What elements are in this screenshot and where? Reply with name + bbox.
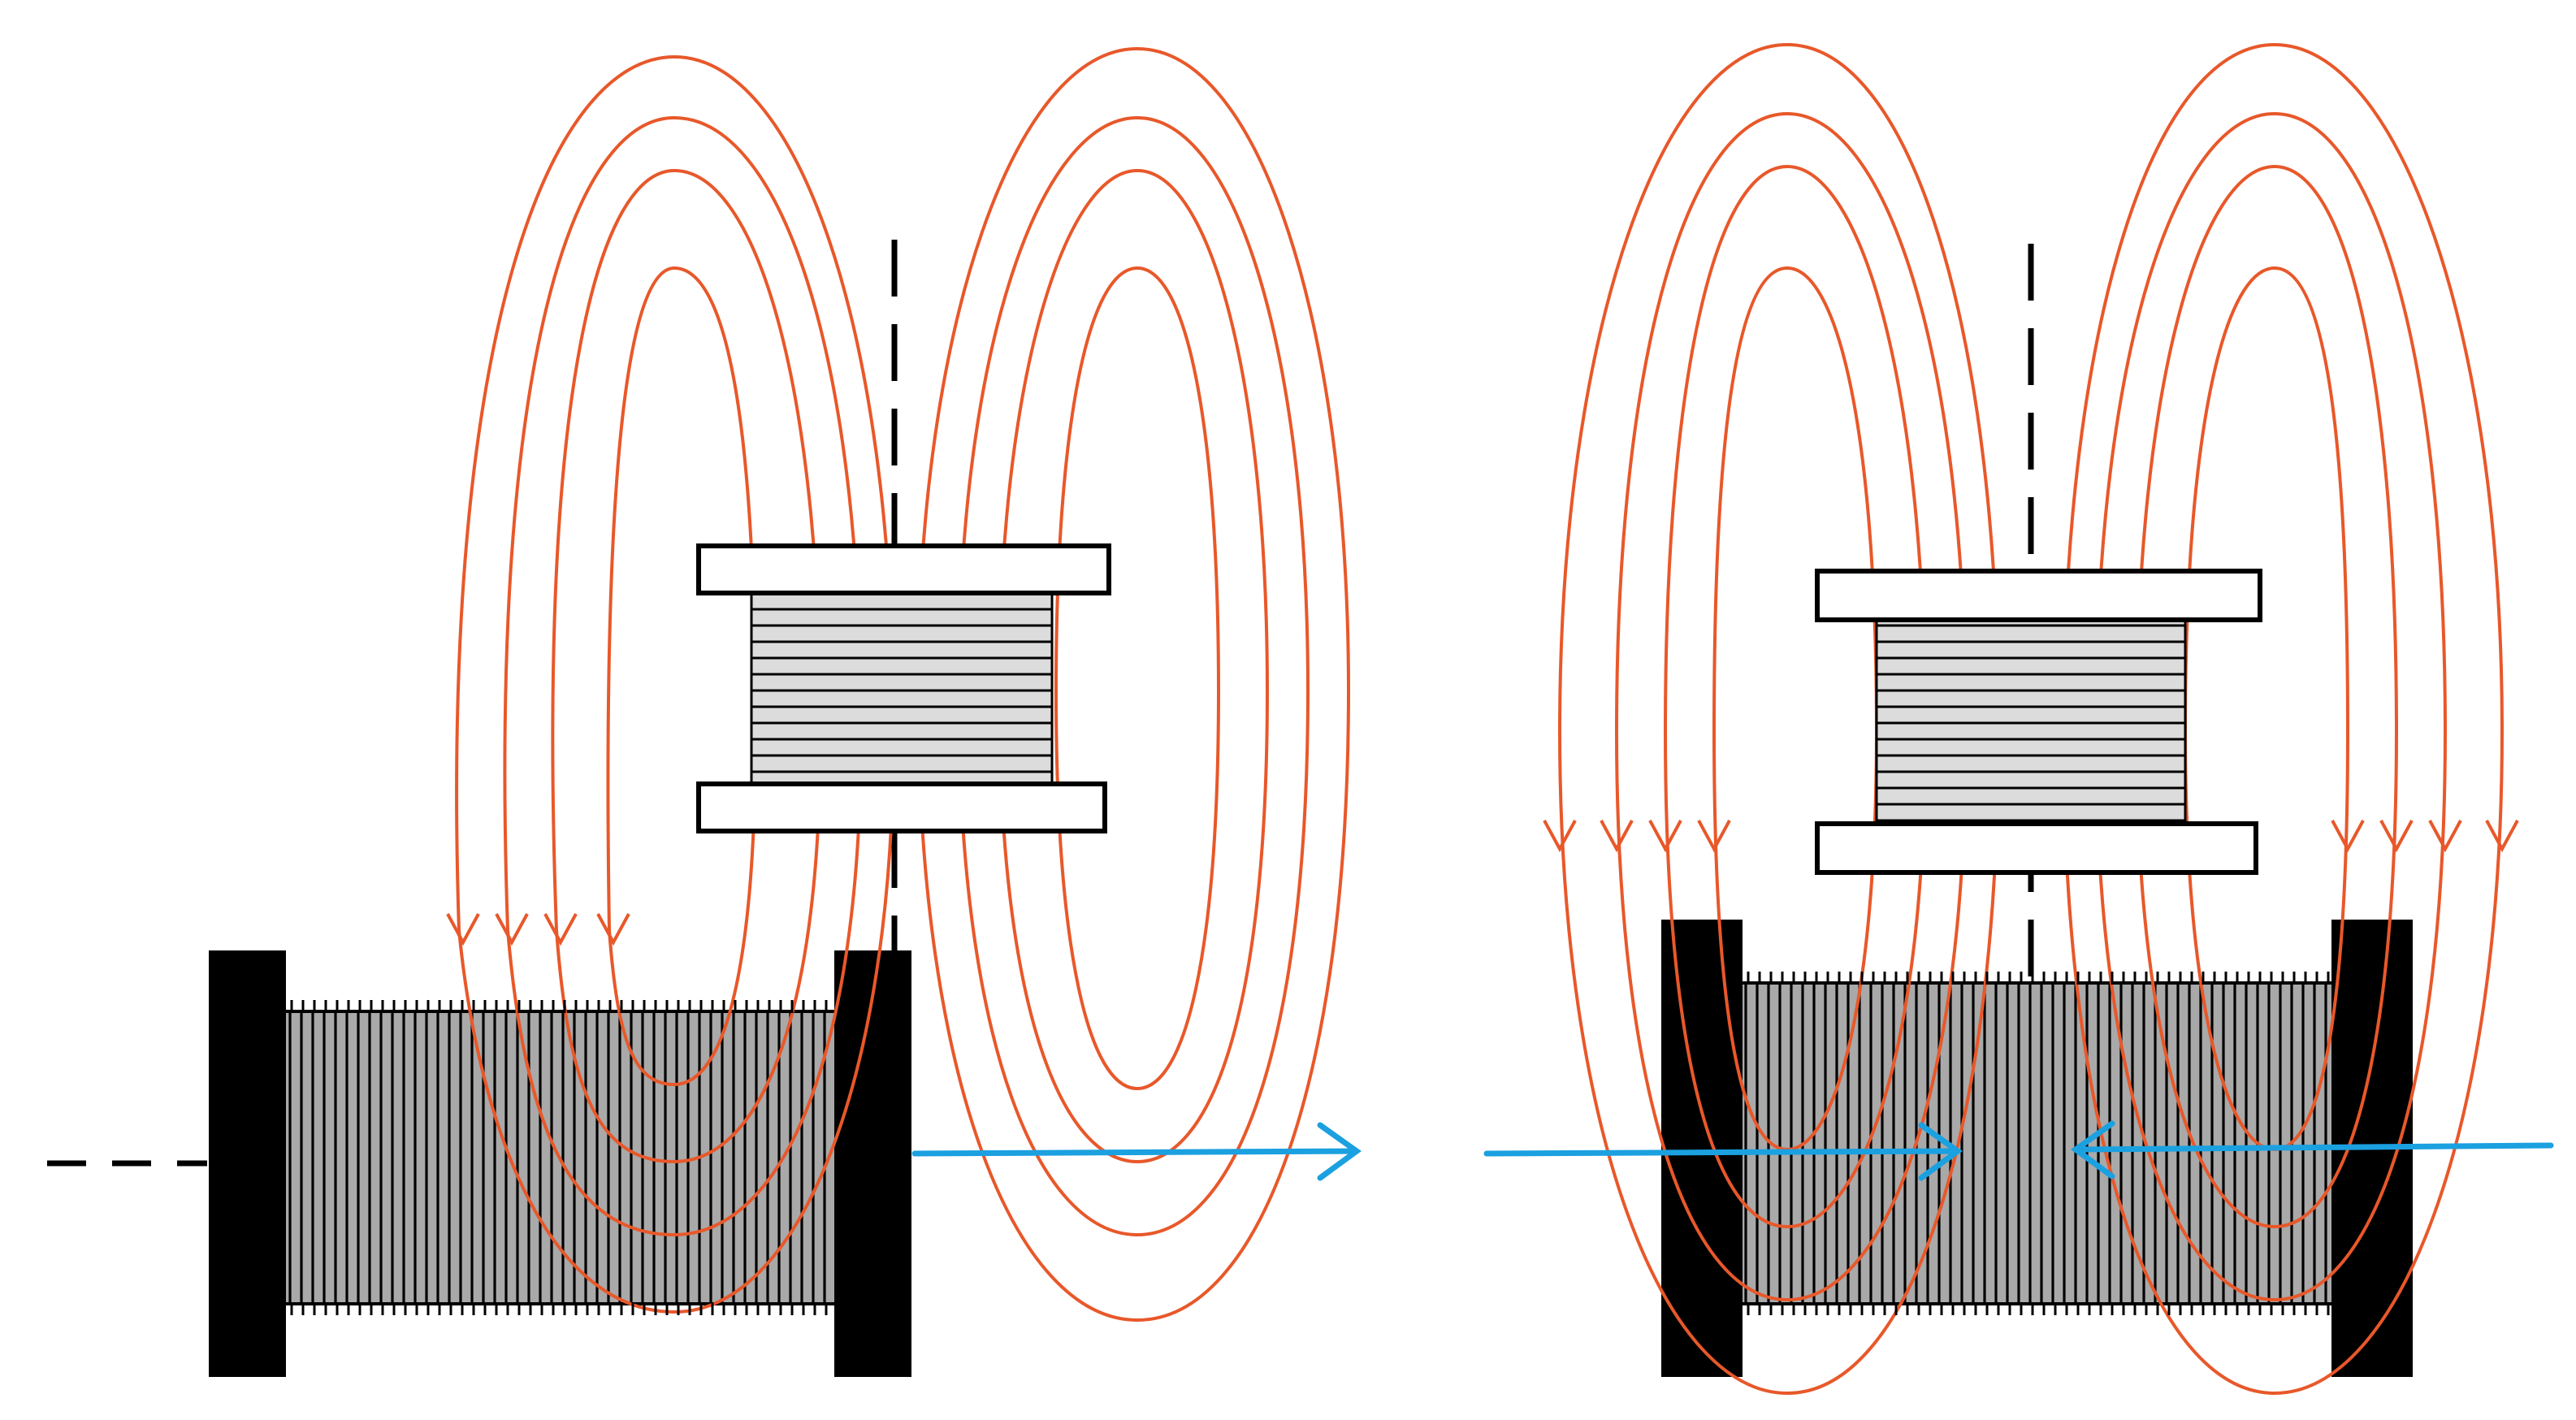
- motion-arrows-right: [1483, 1120, 2554, 1181]
- small-coil-winding: [750, 591, 1054, 786]
- arrow-right-inward: [2076, 1142, 2554, 1153]
- small-coil-left: [696, 543, 1111, 833]
- arrow-left-inward: [1483, 1148, 1957, 1157]
- field-line: [2134, 165, 2399, 1229]
- field-line: [606, 266, 758, 1087]
- field-line: [551, 168, 823, 1164]
- field-line: [916, 47, 1351, 1323]
- motion-arrow-left: [911, 1122, 1362, 1181]
- small-coil-top-flange: [696, 543, 1111, 595]
- field-line: [2093, 112, 2448, 1302]
- field-line: [997, 169, 1270, 1164]
- small-coil-right: [1815, 569, 2262, 875]
- field-line: [1054, 266, 1221, 1091]
- large-coil-right-flange: [834, 950, 911, 1377]
- small-coil-winding: [1875, 617, 2187, 825]
- large-coil-left: [209, 950, 911, 1377]
- field-line: [2061, 43, 2505, 1396]
- field-line: [1557, 43, 2001, 1396]
- field-line: [503, 115, 864, 1237]
- field-line: [1663, 165, 1928, 1229]
- field-line: [956, 116, 1310, 1237]
- winding-ticks: [290, 1000, 828, 1315]
- field-line: [1614, 112, 1968, 1302]
- winding-ticks: [1747, 972, 2330, 1315]
- large-coil-left-flange: [1661, 920, 1743, 1377]
- large-coil-winding: [1738, 983, 2336, 1304]
- right-panel: [1483, 43, 2554, 1396]
- left-panel: [47, 47, 1362, 1377]
- large-coil-left-flange: [209, 950, 286, 1377]
- field-arrowheads-right: [1543, 820, 2519, 853]
- field-arrowheads-left: [446, 913, 630, 946]
- small-coil-bottom-flange: [1815, 821, 2258, 875]
- small-coil-bottom-flange: [696, 781, 1107, 833]
- small-coil-top-flange: [1815, 569, 2262, 622]
